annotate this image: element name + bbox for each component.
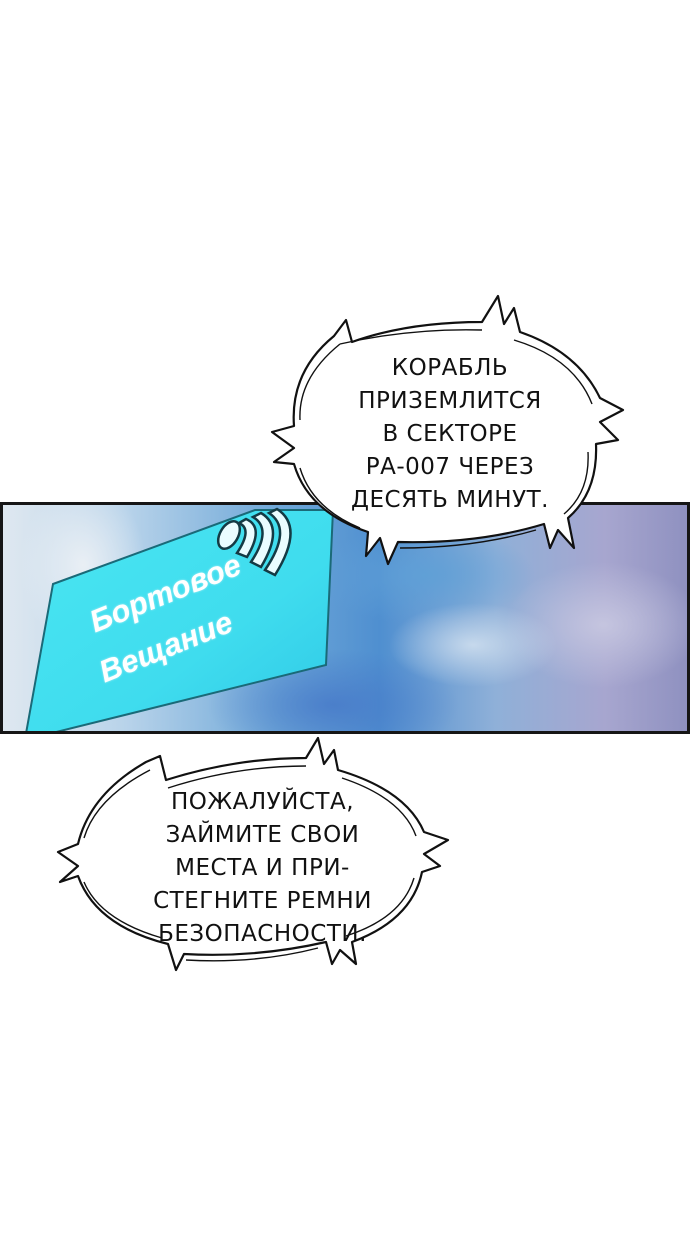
bubble-2-line-5: безопасности. [158,921,367,947]
bubble-1-line-3: в секторе [382,421,518,447]
bubble-2-line-3: места и при- [175,855,350,881]
broadcast-signal-icon [216,507,292,577]
speech-bubble-1 [270,294,625,566]
bubble-1-line-2: приземлится [358,388,542,414]
bubble-1-line-4: РА-007 через [365,454,535,480]
bubble-2-line-2: займите свои [165,822,360,848]
broadcast-sign [25,507,335,731]
bubble-1-line-1: Корабль [391,355,509,381]
speech-bubble-1-text: Корабль приземлится в секторе РА-007 чер… [330,352,570,517]
speech-bubble-2 [56,736,450,972]
speech-bubble-2-text: Пожалуйста, займите свои места и при- ст… [120,786,405,951]
bubble-1-line-5: десять минут. [351,487,549,513]
bubble-2-line-4: стегните ремни [153,888,372,914]
bubble-2-line-1: Пожалуйста, [170,789,355,815]
